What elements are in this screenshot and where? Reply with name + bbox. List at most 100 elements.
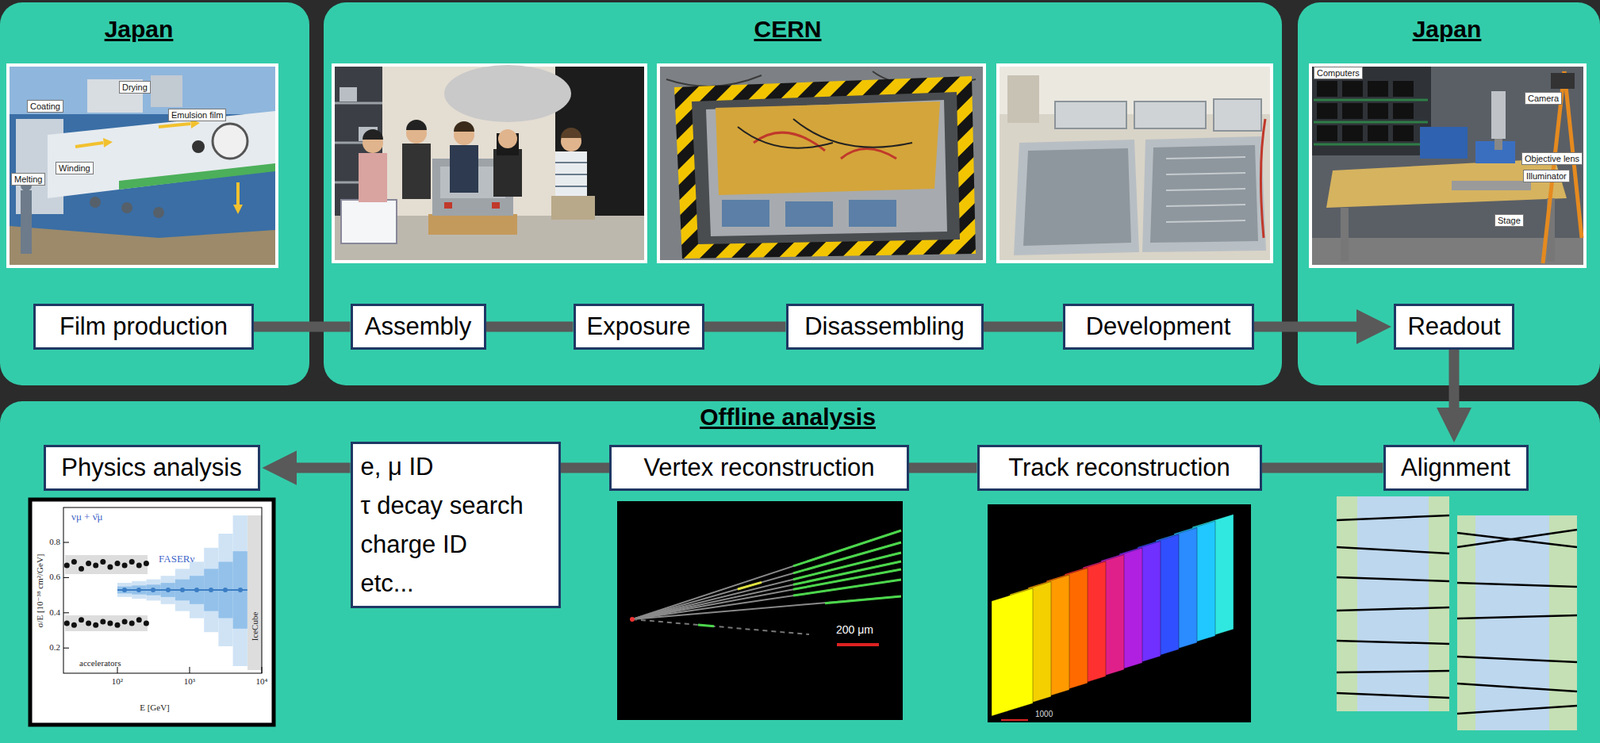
plot-label: E [GeV] — [139, 702, 170, 714]
exposure-photo-part-part — [737, 126, 833, 149]
alignment-sketch-part-part — [1336, 607, 1450, 611]
readout-photo-part-part — [1316, 103, 1338, 119]
readout-photo-part-part — [1542, 71, 1565, 264]
cross-section-plot-part-part — [129, 621, 135, 627]
cross-section-plot-part-part — [85, 560, 92, 567]
exposure-photo-part-part — [840, 149, 897, 160]
track-event-display-part-part — [1192, 514, 1234, 643]
cross-section-plot-part-part — [194, 587, 200, 593]
assembly-photo-part — [496, 133, 519, 156]
cross-section-plot-part-part — [161, 583, 176, 598]
film-production-photo-part — [20, 180, 32, 192]
readout-photo-part-part — [1367, 80, 1389, 97]
readout-photo-part — [1312, 237, 1584, 265]
cross-section-plot-part — [64, 559, 150, 629]
cross-section-plot-part-part — [85, 621, 92, 627]
vertex-event-display-part-part — [632, 596, 902, 620]
film-production-photo-part — [9, 226, 276, 265]
readout-photo-part-part — [1392, 80, 1414, 97]
cross-section-plot-part-part — [92, 562, 99, 568]
plot-label: νμ + ν̄μ — [71, 510, 104, 523]
alignment-sketch-part-part — [1336, 640, 1450, 645]
callout-label: Objective lens — [1521, 152, 1583, 165]
cross-section-plot-part-part — [63, 612, 70, 614]
development-photo-part — [999, 66, 1271, 261]
assembly-photo-part — [493, 149, 522, 197]
cross-section-plot-part-part — [117, 583, 132, 598]
alignment-sketch-part-part — [1336, 693, 1450, 699]
alignment-sketch-part — [1549, 515, 1577, 731]
cross-section-plot-part-part — [233, 515, 248, 667]
readout-photo-part — [1340, 207, 1349, 262]
cross-section-plot-part-part — [107, 564, 113, 571]
process-box: Disassembling — [786, 303, 984, 350]
readout-photo-part-part — [1316, 125, 1338, 142]
alignment-sketch-part-part — [1457, 583, 1577, 588]
film-production-photo-part — [87, 79, 143, 113]
box-label: τ decay search — [360, 486, 524, 526]
plot-label: 0.2 — [49, 642, 61, 653]
exposure-photo-part — [715, 101, 941, 196]
assembly-photo-part — [498, 129, 518, 149]
assembly-photo-part — [440, 166, 506, 199]
alignment-sketch — [1336, 496, 1577, 731]
vertex-event-display-part — [632, 619, 810, 635]
assembly-photo-part-part — [555, 161, 588, 164]
vertex-event-display-part-part — [632, 579, 902, 620]
flow-arrow — [1254, 322, 1377, 333]
vertex-event-display-part — [629, 617, 635, 622]
vertex-event-display-part-part — [793, 530, 902, 567]
readout-photo-part-part — [1342, 80, 1363, 97]
exposure-photo — [656, 63, 987, 264]
cross-section-plot-part — [117, 551, 248, 630]
assembly-photo-part — [555, 66, 645, 226]
cross-section-plot-part-part — [180, 587, 185, 593]
assembly-photo-part — [560, 130, 582, 152]
plot-label: σ/E [10⁻³⁸ cm²/GeV] — [34, 553, 46, 628]
readout-photo-part — [1308, 63, 1587, 269]
exposure-photo-part — [737, 118, 913, 149]
readout-photo-part-part — [1342, 125, 1363, 142]
callout-label: Camera — [1524, 92, 1562, 105]
readout-photo-part — [1326, 158, 1567, 208]
readout-photo-part-part — [1313, 121, 1428, 124]
film-production-photo — [6, 63, 279, 269]
exposure-photo-part — [659, 66, 983, 261]
vertex-event-display-part-part — [632, 569, 902, 620]
assembly-photo-part — [334, 66, 383, 261]
cross-section-plot — [30, 499, 274, 726]
development-photo-part — [1134, 101, 1206, 129]
cross-section-plot-part — [117, 589, 248, 591]
box-label: Physics analysis — [61, 452, 242, 483]
alignment-sketch-part-part — [1457, 529, 1577, 548]
flow-arrow — [278, 463, 351, 474]
exposure-photo-part — [848, 199, 897, 227]
film-production-photo-part — [6, 63, 279, 269]
assembly-photo-part — [406, 119, 427, 131]
alignment-sketch-part-part — [1457, 615, 1577, 619]
assembly-photo-part — [358, 126, 378, 142]
cross-section-plot-part-part — [136, 617, 142, 623]
vertex-event-display-part-part — [793, 561, 902, 585]
panel-heading: Japan — [104, 15, 174, 44]
development-photo-part-part — [1166, 157, 1246, 159]
cross-section-plot-part-part — [189, 575, 204, 605]
vertex-event-display-part-part — [632, 552, 902, 620]
vertex-event-display-part — [836, 643, 879, 647]
assembly-photo-part — [444, 65, 572, 123]
cross-section-plot-part-part — [143, 621, 150, 627]
exposure-photo-part — [721, 199, 770, 227]
vertex-event-display-part-part — [632, 542, 902, 620]
film-production-photo-part — [118, 163, 276, 190]
development-photo-part-part — [1166, 172, 1246, 175]
development-photo-part-part — [1166, 204, 1246, 207]
film-production-photo-part — [121, 202, 133, 214]
process-box: Track reconstruction — [977, 445, 1263, 492]
cross-section-plot-part-part — [131, 585, 146, 595]
cross-section-plot-part-part — [189, 667, 191, 674]
box-label: e, μ ID — [360, 447, 434, 487]
assembly-photo-part — [362, 129, 384, 140]
track-event-display-part-part — [1046, 568, 1088, 697]
vertex-event-display-part-part — [824, 596, 902, 604]
assembly-photo-part — [334, 103, 383, 183]
